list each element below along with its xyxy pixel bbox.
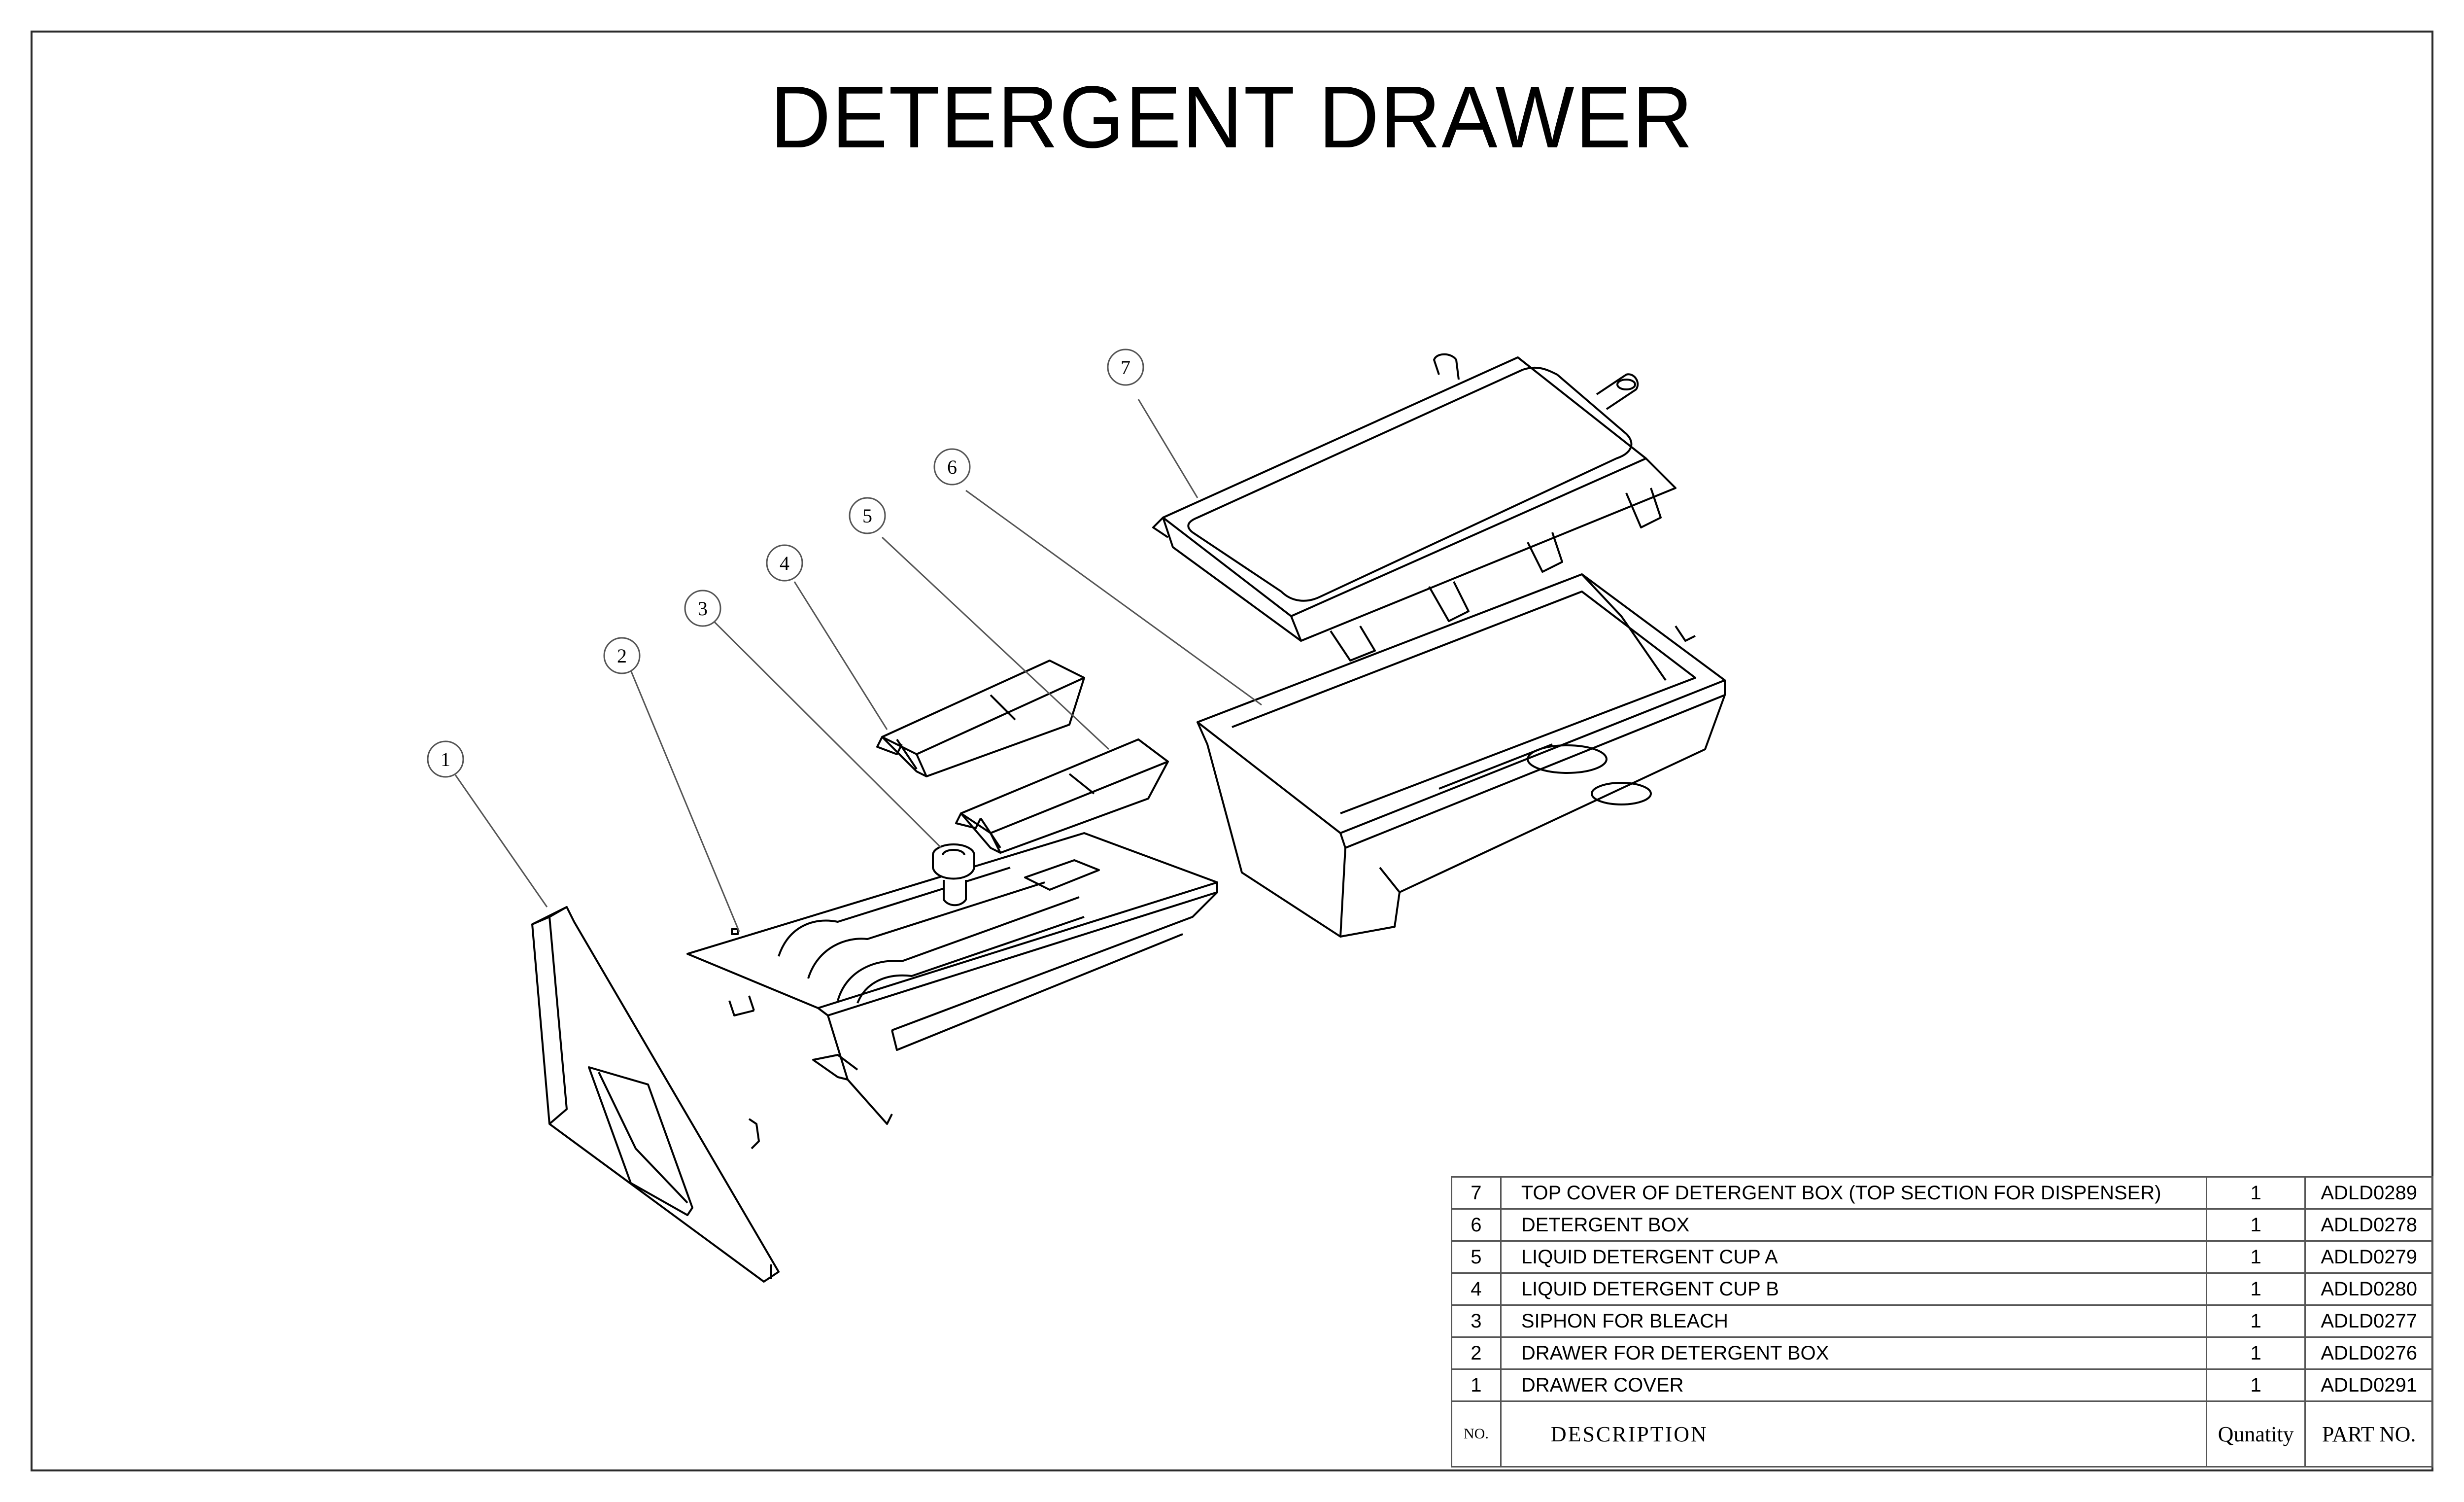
- bom-cell-quantity: 1: [2205, 1208, 2306, 1242]
- bom-cell-no: 5: [1451, 1240, 1502, 1274]
- bom-cell-description: TOP COVER OF DETERGENT BOX (TOP SECTION …: [1500, 1176, 2207, 1210]
- bom-cell-no: 1: [1451, 1368, 1502, 1402]
- bom-cell-no: 4: [1451, 1272, 1502, 1306]
- balloon-3: 3: [684, 590, 721, 627]
- bom-cell-part-no: ADLD0280: [2304, 1272, 2433, 1306]
- bom-cell-description: LIQUID DETERGENT CUP B: [1500, 1272, 2207, 1306]
- svg-text:7: 7: [1121, 356, 1130, 379]
- part-top-cover: [1152, 353, 1677, 662]
- bom-cell-quantity: 1: [2205, 1304, 2306, 1338]
- balloon-1: 1: [427, 740, 464, 778]
- svg-text:4: 4: [780, 552, 789, 574]
- balloon-4: 4: [766, 544, 803, 582]
- part-cup-a: [955, 738, 1169, 854]
- bom-cell-quantity: 1: [2205, 1368, 2306, 1402]
- svg-text:2: 2: [617, 645, 627, 667]
- bom-cell-no: 7: [1451, 1176, 1502, 1210]
- bom-header-quantity: Qunatity: [2205, 1400, 2306, 1467]
- bom-cell-description: SIPHON FOR BLEACH: [1500, 1304, 2207, 1338]
- drawing-title: DETERGENT DRAWER: [770, 68, 1694, 167]
- bom-cell-quantity: 1: [2205, 1272, 2306, 1306]
- bom-cell-quantity: 1: [2205, 1336, 2306, 1370]
- balloon-5: 5: [849, 497, 886, 534]
- part-cup-b: [876, 660, 1085, 777]
- svg-text:1: 1: [441, 748, 450, 770]
- svg-text:5: 5: [862, 505, 872, 527]
- balloon-6: 6: [933, 448, 971, 486]
- bom-cell-description: DRAWER COVER: [1500, 1368, 2207, 1402]
- bom-cell-description: DRAWER FOR DETERGENT BOX: [1500, 1336, 2207, 1370]
- svg-text:3: 3: [698, 597, 708, 620]
- bom-header-no: NO.: [1451, 1400, 1502, 1467]
- part-drawer: [686, 832, 1218, 1125]
- bom-cell-description: LIQUID DETERGENT CUP A: [1500, 1240, 2207, 1274]
- svg-text:6: 6: [947, 456, 957, 478]
- balloon-2: 2: [603, 637, 641, 674]
- bom-header-part-no: PART NO.: [2304, 1400, 2433, 1467]
- bom-cell-no: 3: [1451, 1304, 1502, 1338]
- bom-cell-part-no: ADLD0289: [2304, 1176, 2433, 1210]
- bom-cell-no: 6: [1451, 1208, 1502, 1242]
- bom-cell-part-no: ADLD0276: [2304, 1336, 2433, 1370]
- bom-cell-part-no: ADLD0277: [2304, 1304, 2433, 1338]
- drawing-frame: [31, 31, 2433, 1471]
- bom-cell-quantity: 1: [2205, 1176, 2306, 1210]
- bom-cell-part-no: ADLD0291: [2304, 1368, 2433, 1402]
- bom-cell-part-no: ADLD0279: [2304, 1240, 2433, 1274]
- bom-cell-quantity: 1: [2205, 1240, 2306, 1274]
- bom-cell-part-no: ADLD0278: [2304, 1208, 2433, 1242]
- part-drawer-cover: [531, 906, 780, 1283]
- part-siphon: [932, 843, 975, 907]
- bom-header-row: NO. DESCRIPTION Qunatity PART NO.: [1451, 1400, 2433, 1467]
- bom-cell-description: DETERGENT BOX: [1500, 1208, 2207, 1242]
- bom-header-description: DESCRIPTION: [1500, 1400, 2207, 1467]
- balloon-7: 7: [1107, 349, 1144, 386]
- bom-cell-no: 2: [1451, 1336, 1502, 1370]
- part-detergent-box: [1197, 573, 1726, 938]
